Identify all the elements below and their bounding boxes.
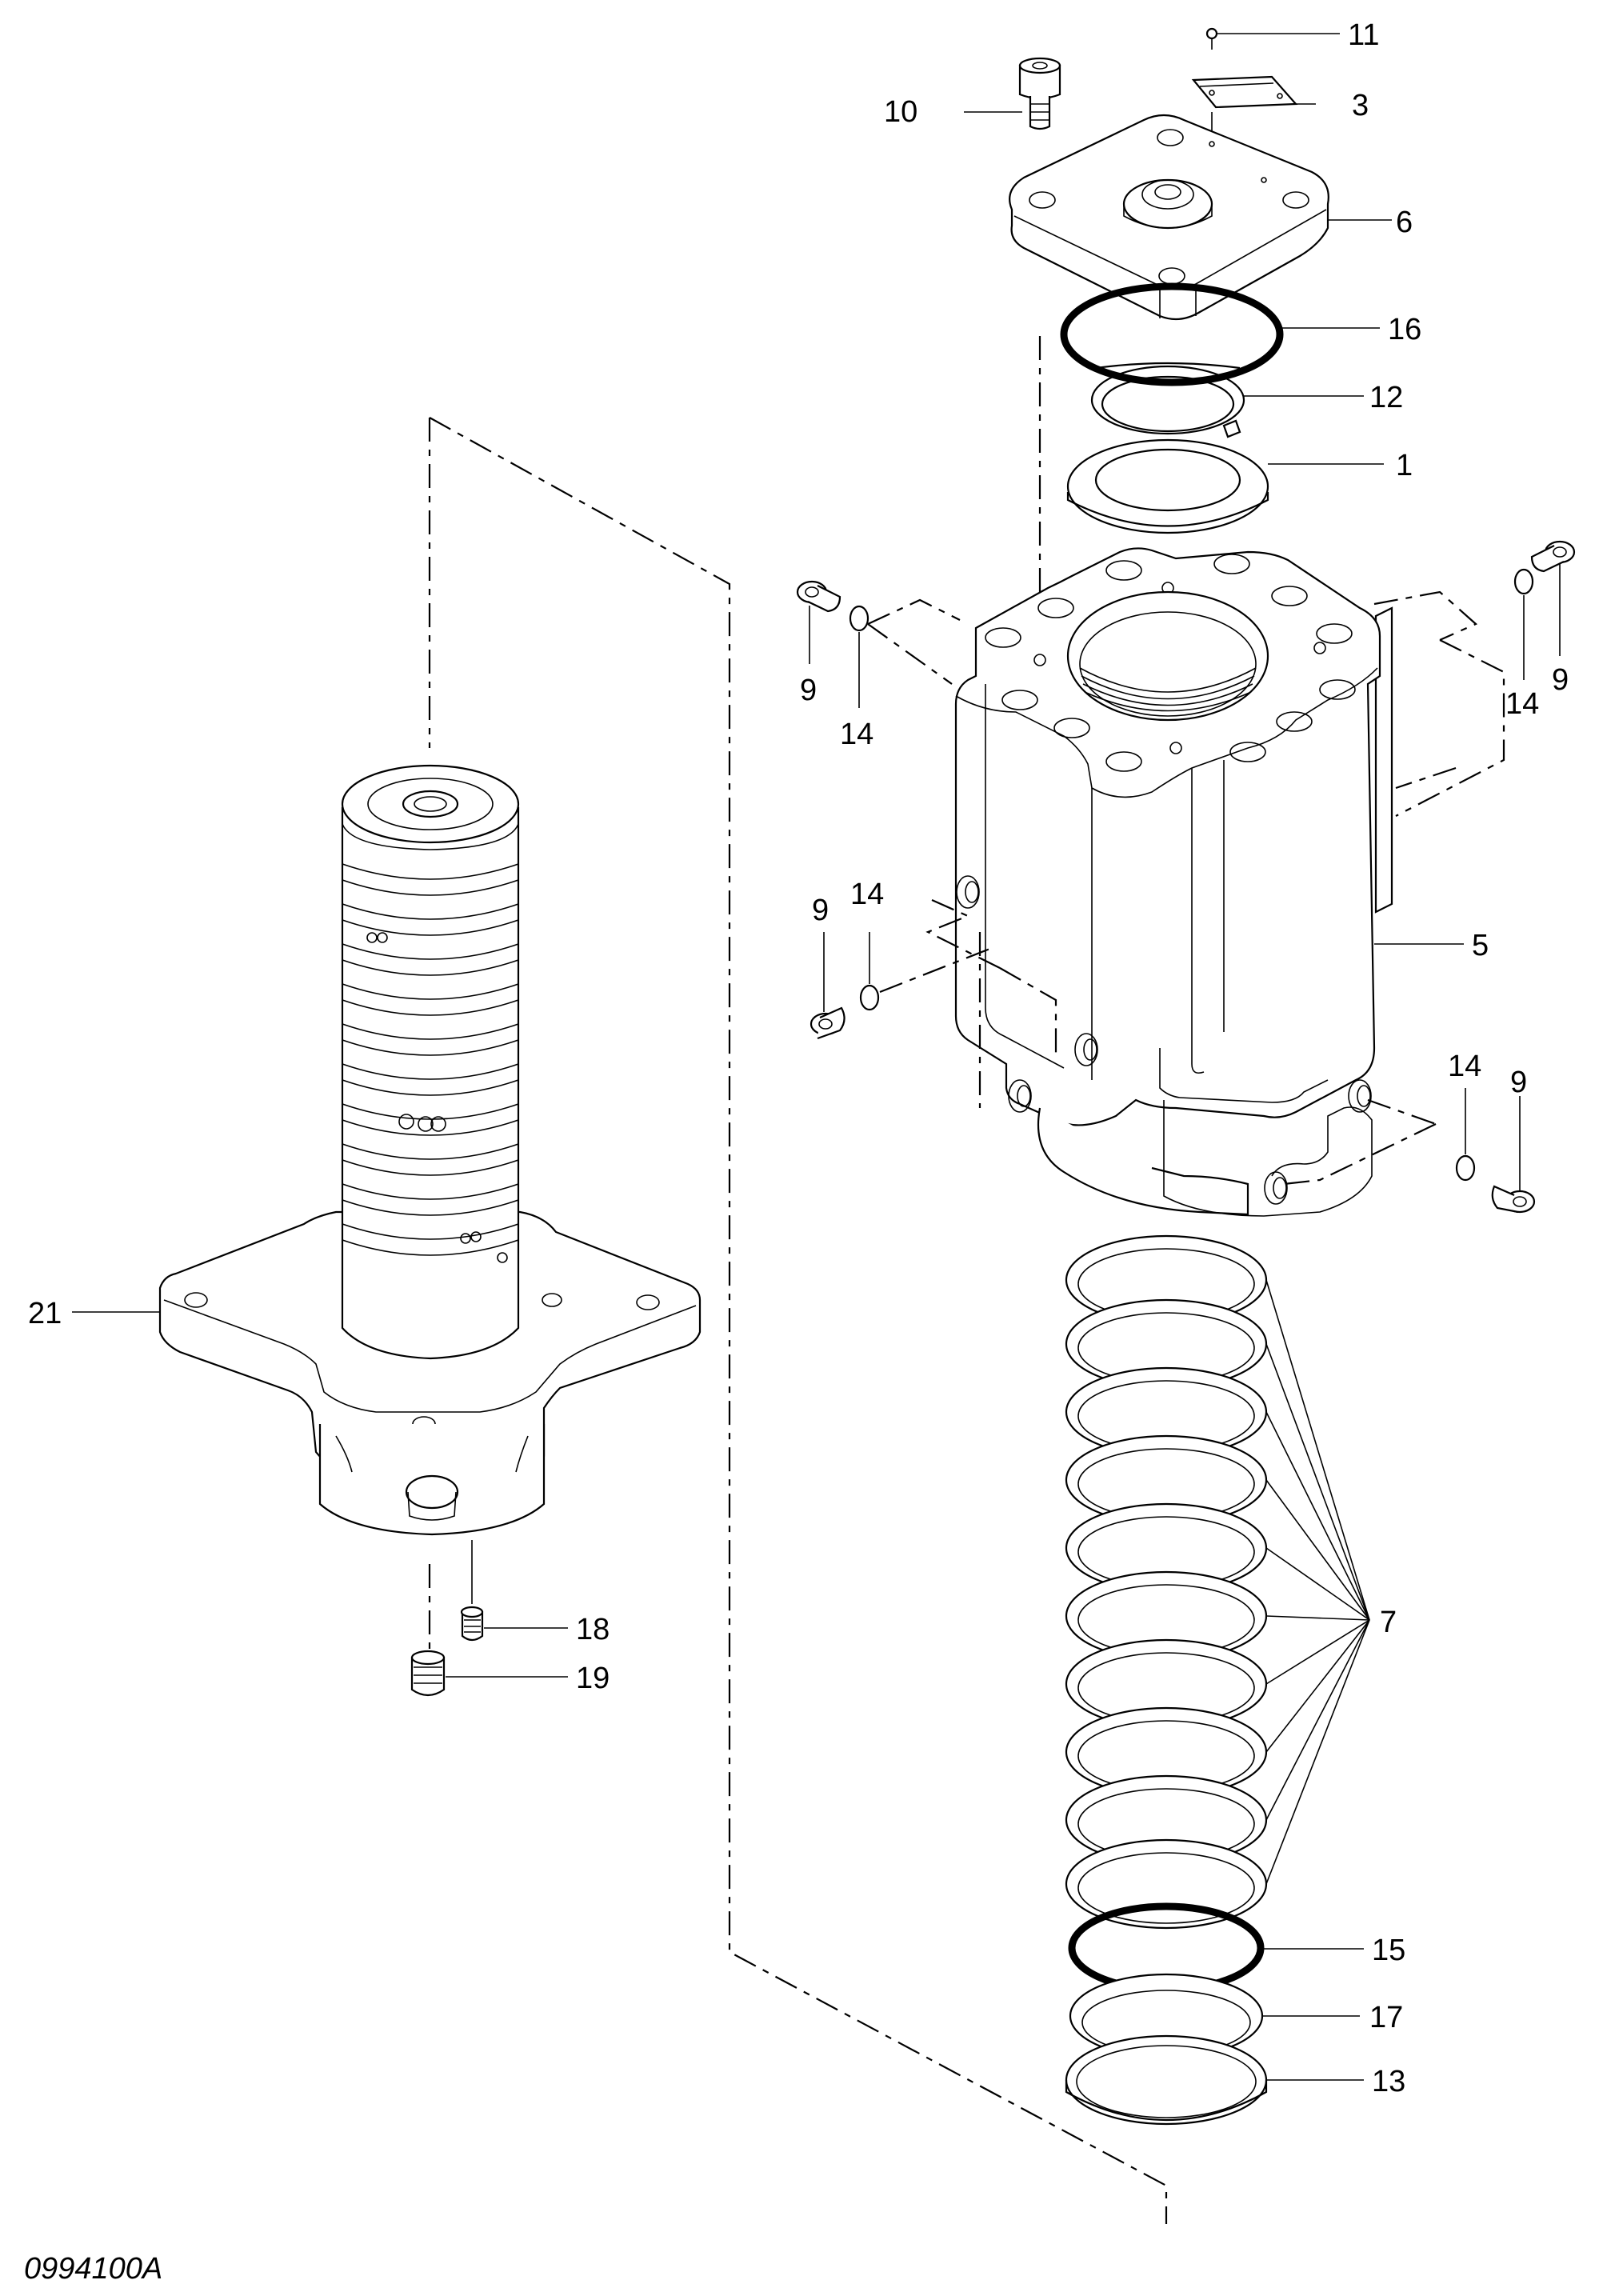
callout-6: 6 [1396,206,1413,239]
part-1-washer [1066,438,1269,534]
part-9-plug-a [796,580,841,613]
drawing-code: 0994100A [24,2252,162,2286]
part-9-plug-c [809,1006,845,1040]
callout-14-d: 14 [1448,1050,1481,1083]
part-11-pin [1205,27,1218,50]
callout-16: 16 [1388,313,1421,346]
shaft-grooves [342,863,519,1256]
part-18-plug [460,1606,484,1642]
port-axes [867,590,1505,1186]
callout-9-d: 9 [1510,1066,1527,1099]
callout-10: 10 [884,95,917,129]
part-14-o-ring-a [849,605,869,632]
part-14-o-ring-d [1455,1154,1476,1182]
callout-18: 18 [576,1613,610,1646]
callout-14-c: 14 [850,878,884,911]
callout-14-a: 14 [840,718,873,751]
callout-3: 3 [1352,89,1369,122]
callout-15: 15 [1372,1934,1405,1967]
part-19-plug [410,1650,446,1697]
callout-labels: 11 3 10 6 16 12 1 9 14 14 9 9 14 5 14 9 … [28,18,1569,2098]
part-16-o-ring [1060,282,1284,386]
part-9-plug-d [1491,1185,1536,1214]
callout-19: 19 [576,1662,610,1695]
part-7-seal-stack [1065,1234,1268,1930]
part-12-snap-ring [1090,362,1245,438]
callout-11: 11 [1348,18,1379,52]
leader-lines [72,33,1561,2081]
part-21-shaft [158,764,702,1536]
callout-14-b: 14 [1505,687,1539,721]
part-6-cover [1009,114,1329,321]
part-5-housing [954,547,1393,1217]
callout-21: 21 [28,1297,62,1330]
part-13-ring [1065,2034,1268,2126]
callout-7: 7 [1380,1606,1397,1639]
callout-9-b: 9 [1552,663,1569,697]
callout-5: 5 [1472,929,1489,962]
callout-9-c: 9 [812,894,829,927]
part-14-o-ring-c [859,984,880,1011]
part-14-o-ring-b [1513,568,1534,595]
callout-13: 13 [1372,2065,1405,2098]
part-3-nameplate [1191,75,1298,136]
part-9-plug-b [1530,540,1576,573]
callout-12: 12 [1369,381,1403,414]
callout-1: 1 [1396,449,1413,482]
callout-9-a: 9 [800,674,817,707]
part-10-bolt [1018,57,1061,130]
callout-17: 17 [1369,2001,1403,2034]
